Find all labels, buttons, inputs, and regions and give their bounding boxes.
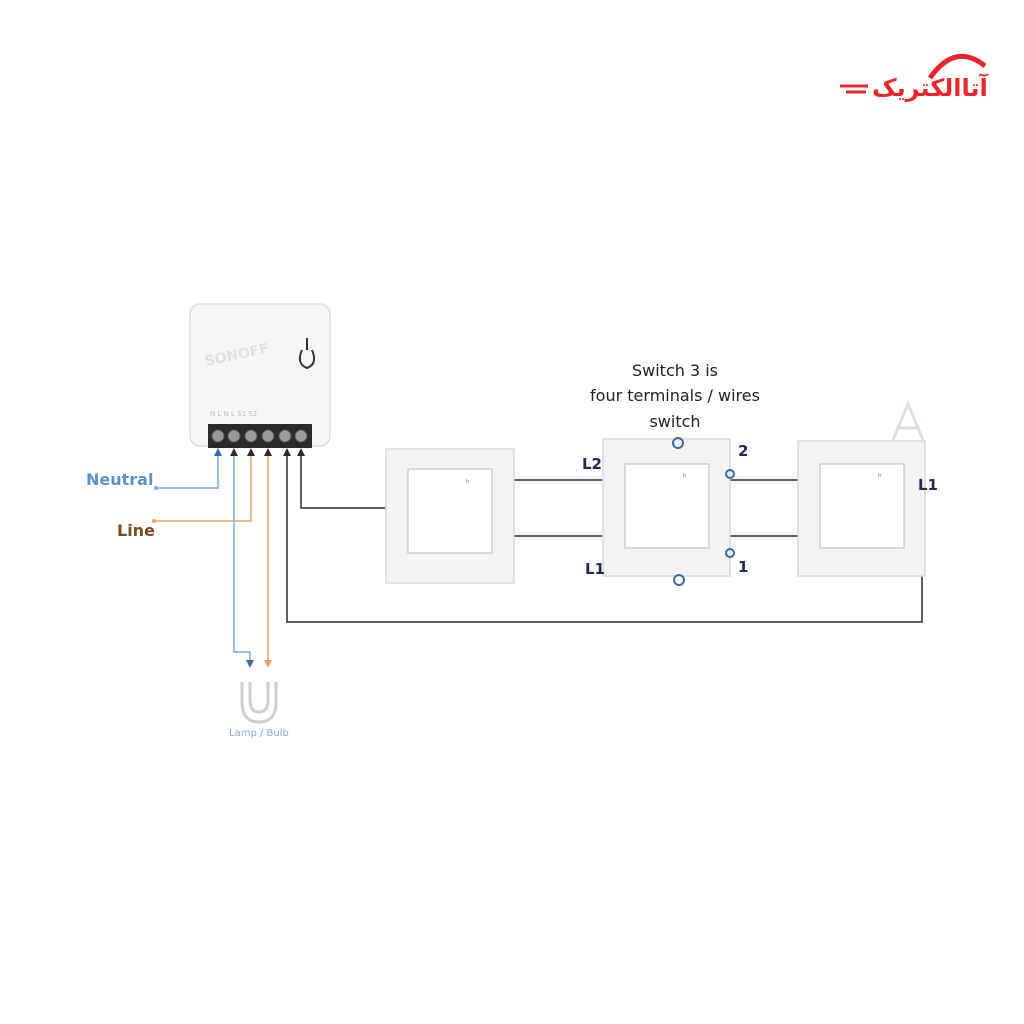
wall-switch-3: ʰ [602, 437, 735, 586]
switch3-caption-line2: four terminals / wires [590, 386, 760, 405]
line-wire [152, 448, 255, 523]
svg-text:ʰ: ʰ [878, 473, 882, 483]
logo-text: آتاالکتریک [872, 73, 989, 102]
neutral-label: Neutral [86, 470, 153, 489]
lamp-label: Lamp / Bulb [229, 728, 289, 739]
s2-return-wire [283, 448, 923, 623]
brand-logo: آتاالکتریک [840, 54, 989, 102]
neutral-wire [154, 448, 222, 490]
terminal-screw [278, 429, 292, 443]
terminal-screw [211, 429, 225, 443]
terminal-screw [227, 429, 241, 443]
terminal-label-right-L1: L1 [918, 476, 938, 494]
lamp-bulb-icon [240, 682, 278, 724]
terminal-label-1: 1 [738, 558, 748, 576]
terminal-screw [261, 429, 275, 443]
terminal-label-2: 2 [738, 442, 748, 460]
svg-text:ʰ: ʰ [466, 479, 470, 489]
wall-switch-2: ʰ [797, 440, 926, 577]
wall-switch-1: ʰ [385, 448, 515, 584]
switch3-caption-line1: Switch 3 is [632, 361, 718, 380]
switch3-caption-line3: switch [649, 412, 700, 431]
terminal-screw [294, 429, 308, 443]
s1-wire [297, 448, 386, 509]
line-out-wire [264, 448, 272, 668]
terminal-screw [244, 429, 258, 443]
terminal-label-L2: L2 [582, 455, 602, 473]
neutral-out-wire [230, 448, 254, 668]
power-button-icon [298, 338, 316, 370]
device-pins-text: N L N L S1 S2 [210, 410, 257, 418]
sonoff-device: SONOFF N L N L S1 S2 [189, 303, 331, 448]
svg-text:ʰ: ʰ [683, 473, 687, 483]
line-label: Line [117, 521, 155, 540]
watermark-icon [891, 400, 925, 441]
terminal-label-L1: L1 [585, 560, 605, 578]
